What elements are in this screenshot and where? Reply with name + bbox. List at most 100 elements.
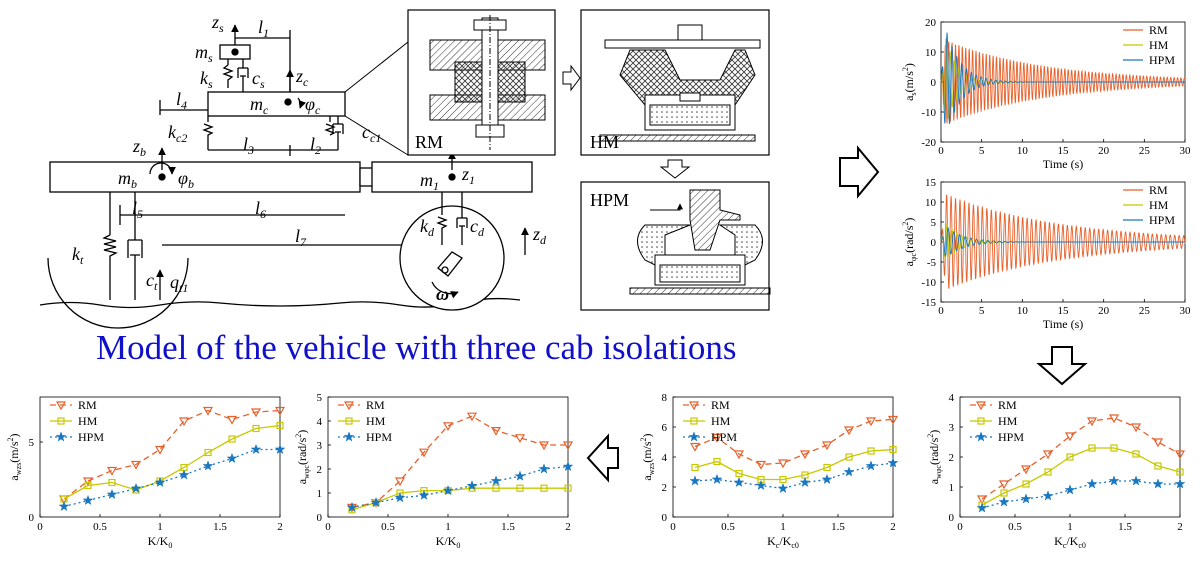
figure-title: Model of the vehicle with three cab isol… [96, 328, 737, 367]
hpm-marker [1130, 475, 1142, 486]
cab-mass-label: mc [250, 94, 269, 117]
x-tick-label: 1.5 [213, 521, 227, 533]
seat-c-label: cs [252, 68, 265, 91]
y-tick-label: 8 [662, 392, 668, 404]
rm-marker [178, 417, 190, 427]
y-tick-label: 0 [662, 512, 668, 524]
engine-k-label: kd [420, 216, 435, 239]
seat-spring [222, 59, 234, 88]
x-tick-label: 15 [1058, 145, 1070, 157]
hm-marker [345, 417, 353, 425]
y-axis-label: aφc(rad/s2) [901, 218, 918, 267]
engine-spring [436, 192, 448, 245]
rm-marker [1130, 423, 1142, 433]
tire-arc [47, 257, 189, 329]
hpm-marker [490, 475, 502, 486]
rm-marker [106, 466, 118, 476]
rm-marker [442, 422, 454, 432]
rm-marker [538, 441, 550, 451]
hpm-marker [538, 463, 550, 474]
rm-marker [1042, 450, 1054, 460]
x-tick-label: 10 [1017, 305, 1029, 317]
y-tick-label: 3 [949, 422, 955, 434]
y-tick-label: 2 [662, 482, 668, 494]
rm-marker [688, 401, 700, 411]
model-labels: zs l1 ms ks cs zc mc φc l4 kc2 cc1 l3 l2… [72, 12, 547, 304]
hm-marker [204, 448, 212, 457]
cab-k-label: kc2 [168, 122, 187, 145]
cab-spring-kc2 [202, 116, 214, 150]
hm-marker [516, 484, 524, 492]
x-tick-label: 1.5 [1118, 521, 1132, 533]
x-tick-label: 1.5 [501, 521, 515, 533]
x-tick-label: 0.5 [721, 521, 735, 533]
legend-label: RM [1149, 23, 1168, 37]
hm-marker [1066, 453, 1074, 461]
rm-marker [1174, 450, 1186, 460]
hpm-marker [1064, 484, 1076, 495]
rm-marker [274, 406, 286, 416]
series-hpm [940, 32, 1185, 125]
y-tick-label: 2 [317, 464, 323, 476]
hpm-marker [394, 492, 406, 503]
plot-frame [327, 396, 569, 518]
cab-cg [284, 98, 292, 106]
series-hpm [694, 462, 894, 490]
hpm-marker [106, 488, 118, 500]
x-axis-label: Time (s) [1043, 157, 1084, 171]
x-tick-label: 0 [37, 521, 43, 533]
y-tick-label: 5 [317, 392, 323, 404]
series-rm [351, 415, 568, 509]
rm-label: RM [415, 132, 443, 152]
legend-label: HPM [998, 430, 1024, 444]
x-tick-label: 1 [780, 521, 786, 533]
tire-spring [102, 192, 118, 300]
x-tick-label: 0.5 [93, 521, 107, 533]
series-rm [63, 409, 281, 500]
x-tick-label: 25 [1139, 145, 1151, 157]
hpm-marker [777, 482, 789, 494]
frame-disp-label: zb [132, 136, 146, 159]
hpm-marker [55, 431, 67, 442]
rm-marker [689, 442, 701, 452]
rm-marker [1152, 438, 1164, 448]
tire-c-label: ct [146, 270, 158, 293]
engine-cg [448, 173, 456, 181]
rm-marker [418, 448, 430, 458]
hpm-marker [843, 466, 855, 477]
cab-damper-cc1 [332, 116, 344, 150]
rm-marker [562, 441, 574, 451]
x-tick-label: 20 [1098, 305, 1110, 317]
x-tick-label: 15 [1058, 305, 1070, 317]
plot-frame [672, 396, 894, 518]
hm-marker [1088, 444, 1096, 452]
y-tick-label: 0 [29, 512, 35, 524]
y-tick-label: 1 [317, 488, 323, 500]
rm-marker [998, 480, 1010, 490]
legend-label: RM [711, 398, 730, 412]
seat-disp-label: zs [211, 12, 224, 35]
hpm-marker [975, 431, 987, 442]
x-tick-label: 10 [1017, 145, 1029, 157]
legend-label: RM [366, 398, 385, 412]
hpm-marker [58, 500, 70, 512]
hpm-marker [887, 457, 899, 468]
hpm-marker [755, 479, 767, 491]
legend-label: RM [1149, 183, 1168, 197]
series-hpm [351, 465, 569, 509]
hm-to-hpm-arrow [659, 159, 691, 179]
rm-marker [887, 415, 899, 425]
x-tick-label: 1 [445, 521, 451, 533]
l3-label: l3 [243, 134, 254, 157]
engine-c-label: cd [470, 216, 485, 239]
x-tick-label: 20 [1098, 145, 1110, 157]
x-axis-label: Kc/Kc0 [767, 534, 799, 550]
legend-label: HM [1149, 38, 1169, 52]
hm-marker [691, 463, 699, 472]
y-tick-label: 3 [317, 440, 323, 452]
rm-marker [865, 417, 877, 427]
rm-marker [82, 477, 94, 487]
x-tick-label: 2 [1177, 521, 1183, 533]
rm-marker [799, 450, 811, 460]
